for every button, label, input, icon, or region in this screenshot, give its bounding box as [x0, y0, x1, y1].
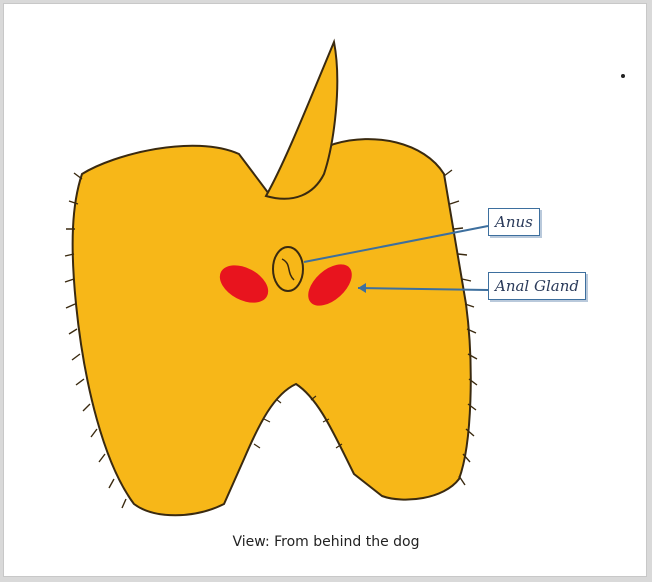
label-anus: Anus	[488, 208, 540, 236]
stray-dot	[621, 74, 625, 78]
anus-mark	[273, 247, 303, 291]
label-anal-gland: Anal Gland	[488, 272, 586, 300]
diagram-frame: Anus Anal Gland View: From behind the do…	[3, 3, 647, 577]
view-caption: View: From behind the dog	[4, 534, 648, 550]
